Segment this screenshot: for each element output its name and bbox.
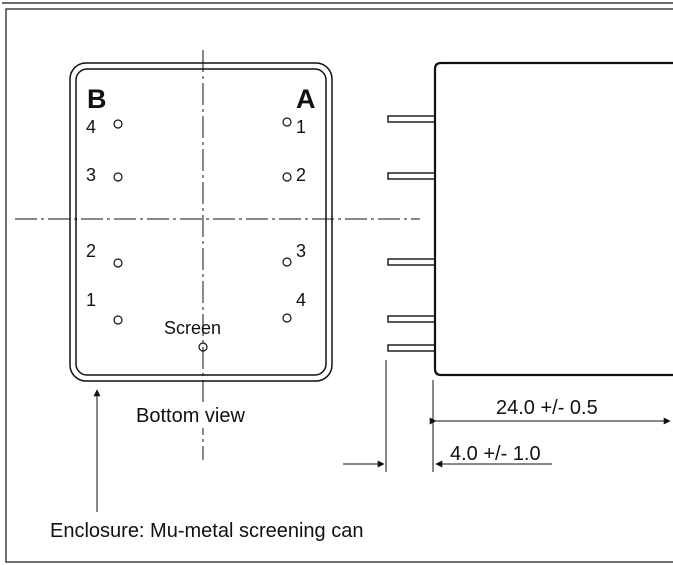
screen-pin-hole (198, 342, 208, 352)
pin-hole-a1 (282, 117, 292, 127)
drawing-frame (5, 8, 673, 563)
side-view: 24.0 +/- 0.5 4.0 +/- 1.0 (343, 61, 673, 472)
enclosure-label: Enclosure: Mu-metal screening can (50, 520, 363, 542)
pin-hole-b4 (113, 119, 123, 129)
dim-pin-length-label: 4.0 +/- 1.0 (450, 443, 541, 465)
pin-label-b4: 4 (86, 117, 96, 137)
enclosure-outline-outer (69, 62, 333, 382)
bottom-view-caption: Bottom view (136, 405, 245, 427)
pin-label-a4: 4 (296, 290, 306, 310)
pin-label-b1: 1 (86, 290, 96, 310)
pin-hole-b3 (113, 172, 123, 182)
pin-label-b3: 3 (86, 165, 96, 185)
screen-label: Screen (164, 318, 221, 338)
module-body-outline (433, 61, 673, 377)
side-pin-1 (387, 115, 436, 123)
side-b-label: B (87, 84, 107, 114)
caption-background (134, 402, 278, 428)
pin-label-a2: 2 (296, 165, 306, 185)
pin-label-b2: 2 (86, 241, 96, 261)
bottom-view: B A 4 3 2 1 1 2 3 4 Screen Bottom view (15, 50, 420, 460)
side-pin-4 (387, 315, 436, 323)
pin-hole-b1 (113, 315, 123, 325)
side-pin-2 (387, 172, 436, 180)
dim-length-label: 24.0 +/- 0.5 (496, 397, 598, 419)
pin-hole-b2 (113, 258, 123, 268)
pin-hole-a3 (282, 257, 292, 267)
pin-hole-a2 (282, 172, 292, 182)
enclosure-outline-inner (75, 68, 327, 376)
side-a-label: A (296, 84, 316, 114)
side-pin-screen (387, 344, 436, 352)
side-pin-3 (387, 258, 436, 266)
pin-hole-a4 (282, 313, 292, 323)
pin-label-a1: 1 (296, 117, 306, 137)
pin-label-a3: 3 (296, 241, 306, 261)
